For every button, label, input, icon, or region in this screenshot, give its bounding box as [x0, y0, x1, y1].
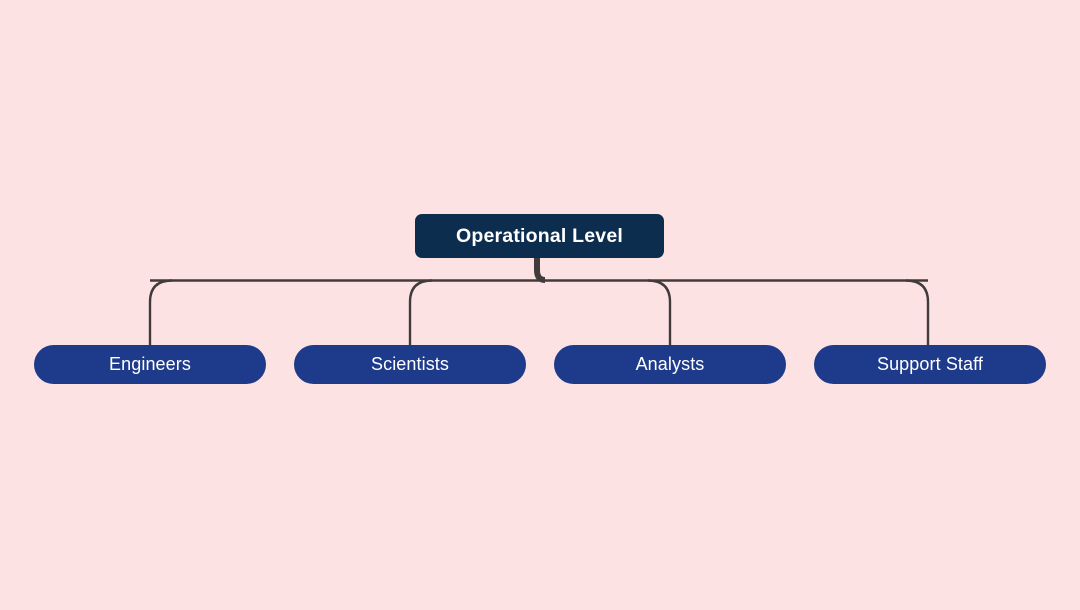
node-analysts[interactable]: Analysts	[554, 345, 786, 384]
connector-root-stem	[534, 258, 546, 283]
node-engineers-label: Engineers	[109, 354, 191, 374]
node-scientists[interactable]: Scientists	[294, 345, 526, 384]
connector-drop-scientists	[408, 279, 433, 345]
connector-drop-analysts	[647, 279, 672, 345]
node-engineers[interactable]: Engineers	[34, 345, 266, 384]
connector-drop-engineers	[148, 279, 173, 345]
connector-drop-support-staff	[905, 279, 930, 345]
node-operational-level[interactable]: Operational Level	[415, 214, 664, 258]
node-support-staff[interactable]: Support Staff	[814, 345, 1046, 384]
node-support-staff-label: Support Staff	[876, 354, 984, 374]
node-operational-level-label: Operational Level	[455, 224, 624, 247]
node-scientists-label: Scientists	[370, 354, 450, 374]
node-analysts-label: Analysts	[635, 354, 705, 374]
